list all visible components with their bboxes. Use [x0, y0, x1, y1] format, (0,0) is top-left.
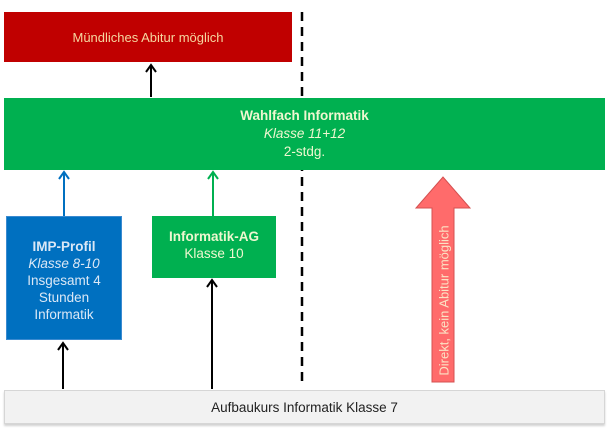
base-course-label: Aufbaukurs Informatik Klasse 7 [211, 399, 398, 415]
imp-line3: Informatik [34, 306, 94, 322]
arrow-base-to-imp [57, 341, 69, 389]
direct-arrow-label-wrap: Direkt, kein Abitur möglich [432, 220, 456, 380]
arrow-imp-to-elective [58, 170, 70, 216]
imp-line1: Insgesamt 4 [27, 272, 101, 288]
imp-line2: Stunden [38, 289, 90, 305]
oral-abitur-box: Mündliches Abitur möglich [4, 12, 292, 62]
arrow-to-oral-abitur [145, 63, 157, 97]
oral-abitur-label: Mündliches Abitur möglich [72, 29, 224, 45]
arrow-ag-to-elective [207, 170, 219, 216]
imp-title: IMP-Profil [32, 238, 96, 254]
elective-title: Wahlfach Informatik [240, 108, 369, 123]
ag-title: Informatik-AG [168, 229, 259, 244]
imp-grade: Klasse 8-10 [28, 255, 100, 271]
direct-arrow-label: Direkt, kein Abitur möglich [436, 224, 452, 376]
informatics-ag-box: Informatik-AG Klasse 10 [152, 216, 276, 278]
arrow-base-to-ag [206, 278, 218, 389]
imp-profile-box: IMP-Profil Klasse 8-10 Insgesamt 4 Stund… [6, 216, 122, 340]
elective-informatics-box: Wahlfach Informatik Klasse 11+12 2-stdg. [4, 98, 605, 170]
ag-grade: Klasse 10 [184, 246, 244, 261]
elective-grade: Klasse 11+12 [263, 126, 346, 141]
direct-up-arrow [414, 176, 472, 383]
elective-hours: 2-stdg. [283, 144, 326, 159]
base-course-box: Aufbaukurs Informatik Klasse 7 [4, 390, 605, 424]
